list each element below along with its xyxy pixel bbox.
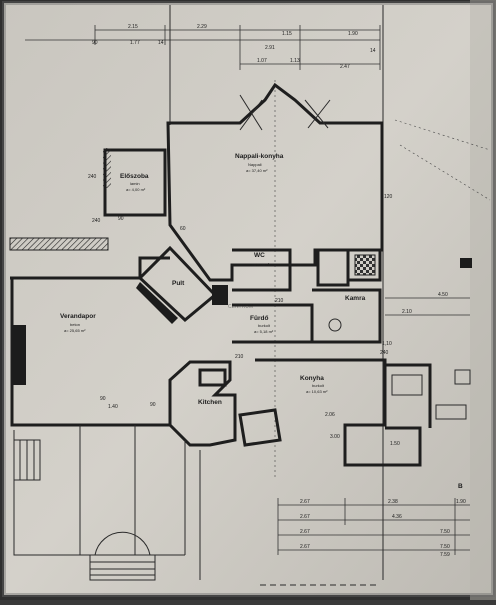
paper-sheet (4, 3, 493, 595)
dim-top2-b: 1.77 (130, 40, 140, 46)
room-veranda: Verandapor beton a= 25,65 m² (10, 278, 170, 427)
room-nappali-sub2: a= 37,40 m² (246, 168, 268, 173)
room-eloszoba-sub1: lamin (130, 181, 140, 186)
dim-bottom-3: 2.67 (300, 514, 310, 520)
dim-top3-c: 2.47 (340, 64, 350, 70)
dim-right-a: 4.50 (438, 292, 448, 298)
room-furdo-sub2: a= 5,18 m² (254, 329, 274, 334)
room-kamra-name: Kamra (345, 295, 366, 302)
room-nappali: Nappali-konyha Nappali a= 37,40 m² (166, 82, 384, 282)
dim-misc-4: 210 (235, 354, 244, 360)
dim-top2-a: 90 (92, 40, 98, 46)
room-kitchen: Kitchen (168, 360, 282, 447)
dim-right-c: 1.50 (390, 441, 400, 447)
marker-b: B (458, 483, 463, 490)
dim-misc-12: 2.06 (325, 412, 335, 418)
room-konyha-sub2: a= 10,63 m² (306, 389, 328, 394)
dim-misc-5: 1,10 (382, 341, 392, 347)
dim-bottom-9: 7.59 (440, 552, 450, 558)
dim-bottom-0: 2.67 (300, 499, 310, 505)
dim-top1-c: 1.15 (282, 31, 292, 37)
room-nappali-name: Nappali-konyha (235, 153, 284, 160)
room-pult-name: Pult (172, 280, 185, 287)
dim-misc-7: 240 (380, 350, 389, 356)
dim-top3-b: 1.13 (290, 58, 300, 64)
room-konyha-sub1: burkolt (312, 383, 325, 388)
room-eloszoba-sub2: a= 4,00 m² (126, 187, 146, 192)
room-wc-sub1: a= 1,40 m² (250, 262, 270, 267)
dim-top2-d: 2.91 (265, 45, 275, 51)
dim-right-b: 2.10 (402, 309, 412, 315)
dim-top1-d: 1.90 (348, 31, 358, 37)
dim-misc-8: 90 (150, 402, 156, 408)
dim-misc-13: 3.00 (330, 434, 340, 440)
dim-bottom-6: 2.67 (300, 529, 310, 535)
dim-misc-11: 240 (92, 218, 101, 224)
bottom-dimension-chain: 2.67 2.38 1.90 2.67 4.36 7.50 2.67 7.50 … (277, 498, 470, 558)
room-konyha: Konyha burkolt a= 10,63 m² (255, 358, 432, 467)
room-veranda-sub1: beton (70, 322, 80, 327)
terrace-area (13, 425, 201, 581)
top-dimension-chain: 2.15 2.29 1.15 1.90 90 1.77 14 2.91 14 1… (25, 24, 381, 70)
watermark-centrum: CENTRUM (228, 304, 253, 310)
dim-misc-2: 210 (275, 298, 284, 304)
room-wc-name: WC (254, 252, 265, 259)
dim-bottom-5: 7.50 (440, 529, 450, 535)
room-veranda-name: Verandapor (60, 313, 96, 320)
dim-misc-3: 120 (384, 194, 393, 200)
dim-top3-a: 1.07 (257, 58, 267, 64)
room-nappali-sub1: Nappali (248, 162, 262, 167)
dim-top2-c: 14 (158, 40, 164, 46)
dim-bottom-1: 2.38 (388, 499, 398, 505)
room-furdo-sub1: burkolt (258, 323, 271, 328)
dim-misc-1: 90 (118, 216, 124, 222)
room-pult: Pult (136, 245, 218, 324)
dim-misc-9: 60 (180, 226, 186, 232)
dim-misc-10: 1.40 (108, 404, 118, 410)
room-furdo: Fürdő burkolt a= 5,18 m² (232, 288, 382, 344)
dim-bottom-4: 4.36 (392, 514, 402, 520)
room-veranda-sub2: a= 25,65 m² (64, 328, 86, 333)
room-eloszoba-name: Előszoba (120, 173, 149, 180)
room-eloszoba: Előszoba lamin a= 4,00 m² (103, 148, 167, 217)
dim-misc-0: 240 (88, 174, 97, 180)
dim-top1-b: 2.29 (197, 24, 207, 30)
dim-top1-a: 2.15 (128, 24, 138, 30)
room-wc: WC a= 1,40 m² (212, 248, 292, 305)
dim-bottom-8: 2.67 (300, 544, 310, 550)
dim-bottom-7: 7.50 (440, 544, 450, 550)
room-kamra: Kamra (316, 248, 382, 332)
dim-misc-6: 90 (100, 396, 106, 402)
room-furdo-name: Fürdő (250, 315, 268, 322)
dim-top2-e: 14 (370, 48, 376, 54)
room-kitchen-name: Kitchen (198, 399, 222, 406)
room-konyha-name: Konyha (300, 375, 324, 382)
dim-bottom-2: 1.90 (456, 499, 466, 505)
